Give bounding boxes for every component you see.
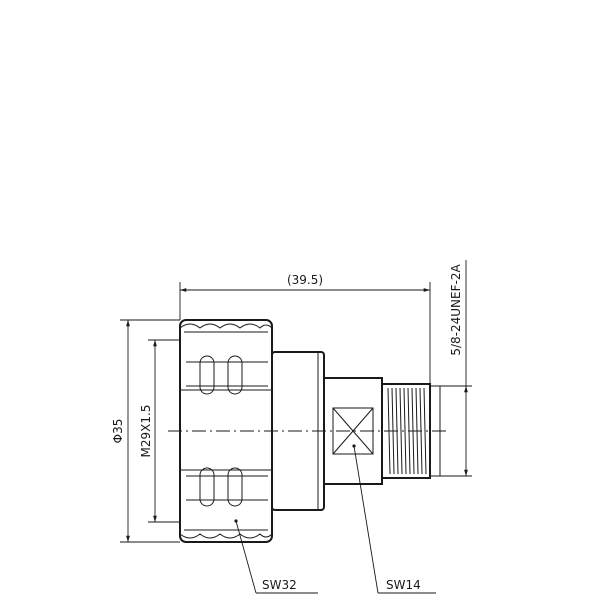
sw14-label: SW14 xyxy=(386,578,421,592)
sw32-label: SW32 xyxy=(262,578,297,592)
sw14-callout: SW14 xyxy=(352,444,436,594)
connector-thread-dimension: 5/8-24UNEF-2A xyxy=(440,260,472,477)
length-dimension: (39.5) xyxy=(179,273,431,384)
thread-dimension: M29X1.5 xyxy=(139,339,180,523)
sw32-callout: SW32 xyxy=(234,519,318,594)
thread-line xyxy=(423,387,427,475)
diameter-dimension: Φ35 xyxy=(111,319,180,543)
diameter-label: Φ35 xyxy=(111,419,125,444)
lower-grooves xyxy=(186,467,268,507)
thread-line xyxy=(403,387,407,475)
overall-length-label: (39.5) xyxy=(287,273,323,287)
connector-thread-label: 5/8-24UNEF-2A xyxy=(449,264,463,356)
upper-grooves xyxy=(186,355,268,395)
thread-line xyxy=(399,387,403,475)
body-thread-label: M29X1.5 xyxy=(139,405,153,458)
